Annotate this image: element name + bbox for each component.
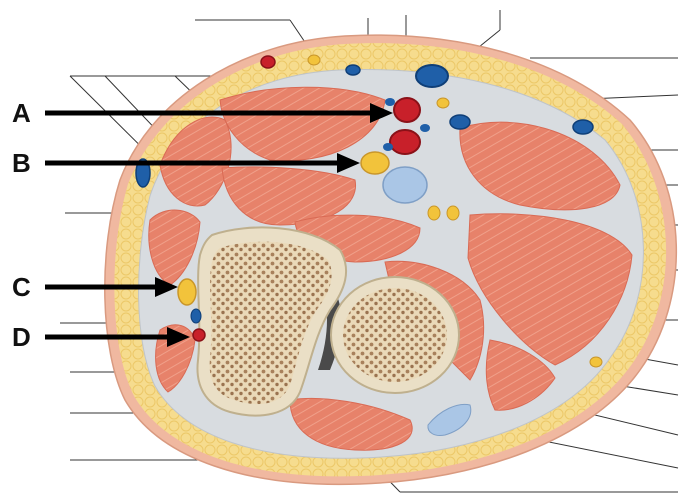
label-b: B: [12, 148, 31, 178]
artery-a: [394, 98, 420, 122]
label-c: C: [12, 272, 31, 302]
nerve-c: [178, 279, 196, 305]
artery-d: [193, 329, 205, 341]
vessel: [385, 98, 395, 106]
artery: [390, 130, 420, 154]
nerve-b: [361, 152, 389, 174]
tendon: [383, 167, 427, 203]
label-a: A: [12, 98, 31, 128]
nerve: [590, 357, 602, 367]
vessel: [450, 115, 470, 129]
nerve: [428, 206, 440, 220]
vessel: [420, 124, 430, 132]
vessel: [191, 309, 201, 323]
vessel: [573, 120, 593, 134]
vessel: [383, 143, 393, 151]
nerve: [437, 98, 449, 108]
vessel: [346, 65, 360, 75]
vessel: [416, 65, 448, 87]
vessel: [261, 56, 275, 68]
nerve: [447, 206, 459, 220]
nerve: [308, 55, 320, 65]
label-d: D: [12, 322, 31, 352]
radius-spongy-bone: [343, 288, 447, 382]
